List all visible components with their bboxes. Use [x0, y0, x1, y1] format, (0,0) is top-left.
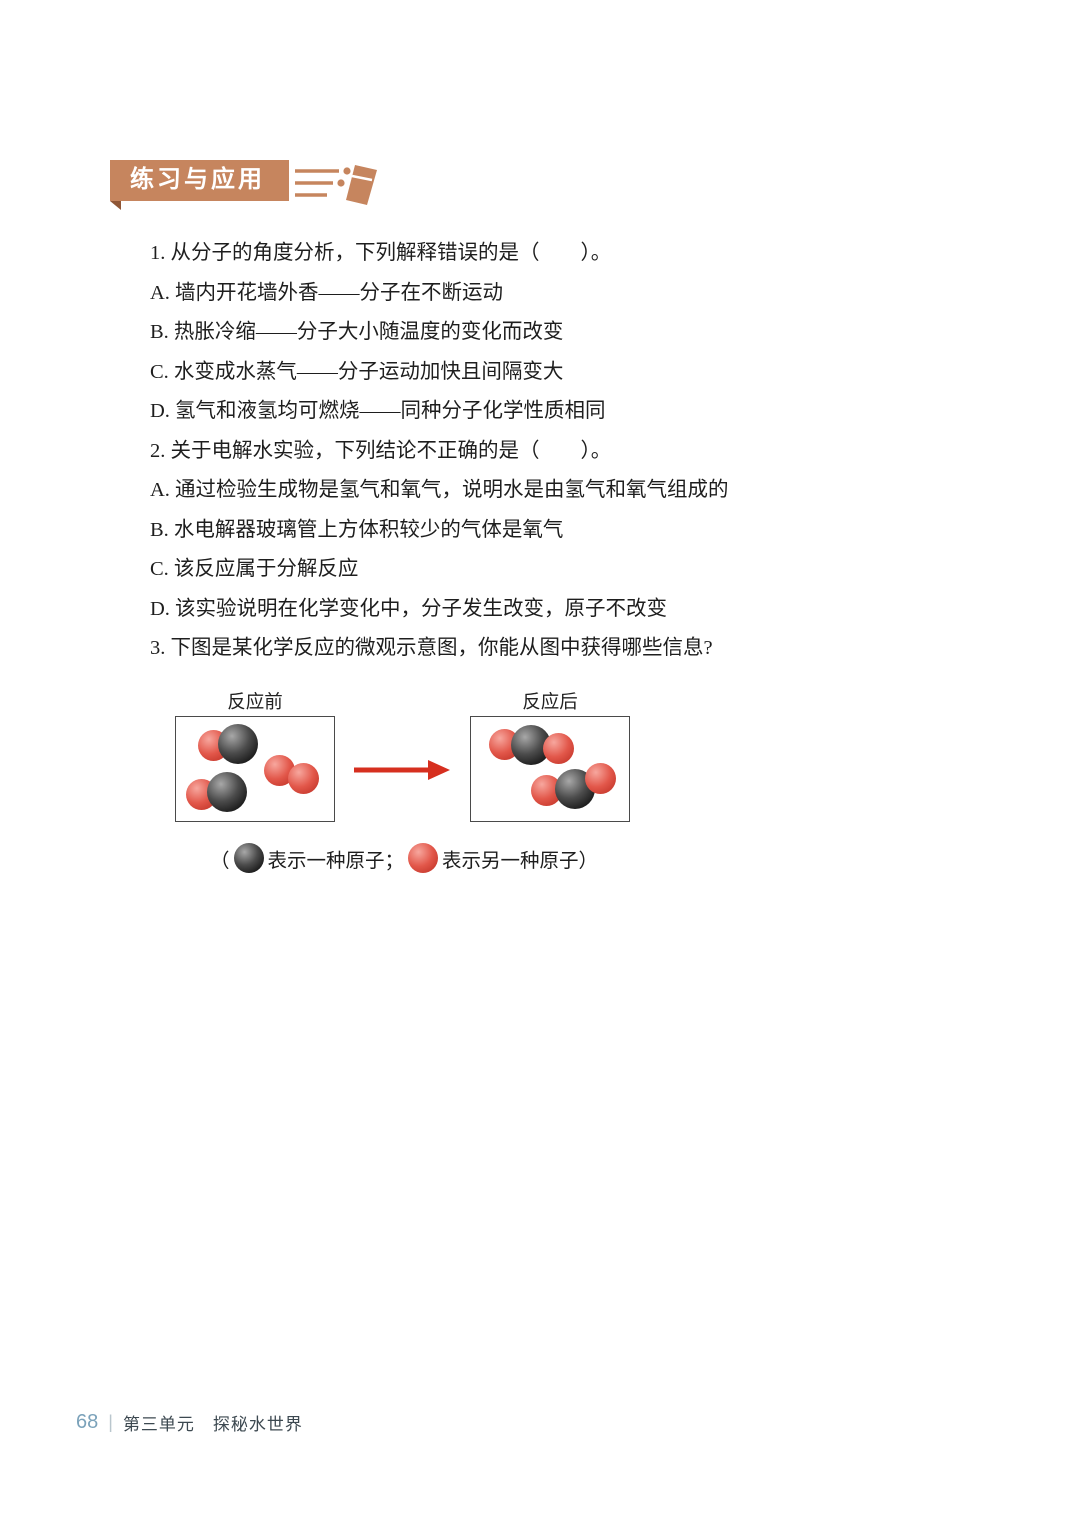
question-line: 1. 从分子的角度分析，下列解释错误的是（ ）。 — [150, 242, 612, 264]
page-footer: 68 | 第三单元 探秘水世界 — [76, 1410, 303, 1435]
legend-red-atom-label: 表示另一种原子） — [442, 850, 599, 872]
unit-title: 第三单元 探秘水世界 — [122, 1415, 303, 1434]
before-reaction-label: 反应前 — [227, 693, 283, 713]
footer-divider: | — [108, 1412, 113, 1432]
legend-black-atom-label: 表示一种原子； — [267, 850, 405, 872]
red-atom — [585, 763, 616, 794]
page-number: 68 — [76, 1411, 99, 1433]
question-line: 3. 下图是某化学反应的微观示意图，你能从图中获得哪些信息? — [150, 637, 713, 659]
question-line: B. 水电解器玻璃管上方体积较少的气体是氧气 — [150, 518, 564, 541]
banner-title: 练习与应用 — [110, 160, 289, 210]
black-atom — [218, 724, 258, 764]
question-line: B. 热胀冷缩——分子大小随温度的变化而改变 — [150, 321, 564, 343]
after-reaction-box — [470, 716, 630, 822]
reaction-arrow-icon — [354, 760, 450, 780]
red-atom — [543, 733, 574, 764]
question-line: 2. 关于电解水实验，下列结论不正确的是（ ）。 — [150, 439, 612, 462]
before-reaction-box — [175, 716, 335, 822]
question-line: D. 该实验说明在化学变化中，分子发生改变，原子不改变 — [150, 597, 668, 620]
question-line: C. 水变成水蒸气——分子运动加快且间隔变大 — [150, 360, 564, 383]
question-line: A. 通过检验生成物是氢气和氧气，说明水是由氢气和氧气组成的 — [150, 479, 729, 501]
banner-decoration-icon — [295, 165, 377, 205]
after-reaction-label: 反应后 — [522, 693, 578, 713]
question-list: 1. 从分子的角度分析，下列解释错误的是（ ）。 A. 墙内开花墙外香——分子在… — [150, 234, 950, 669]
black-atom-icon — [233, 843, 264, 873]
red-atom — [288, 763, 319, 794]
black-atom — [207, 772, 247, 812]
question-line: D. 氢气和液氢均可燃烧——同种分子化学性质相同 — [150, 400, 606, 422]
section-banner: 练习与应用 — [110, 160, 379, 210]
diagram-legend: （ 表示一种原子； 表示另一种原子） — [210, 843, 598, 873]
legend-open-paren: （ — [210, 850, 230, 872]
question-line: A. 墙内开花墙外香——分子在不断运动 — [150, 281, 504, 304]
red-atom-icon — [408, 843, 439, 873]
question-line: C. 该反应属于分解反应 — [150, 558, 359, 580]
